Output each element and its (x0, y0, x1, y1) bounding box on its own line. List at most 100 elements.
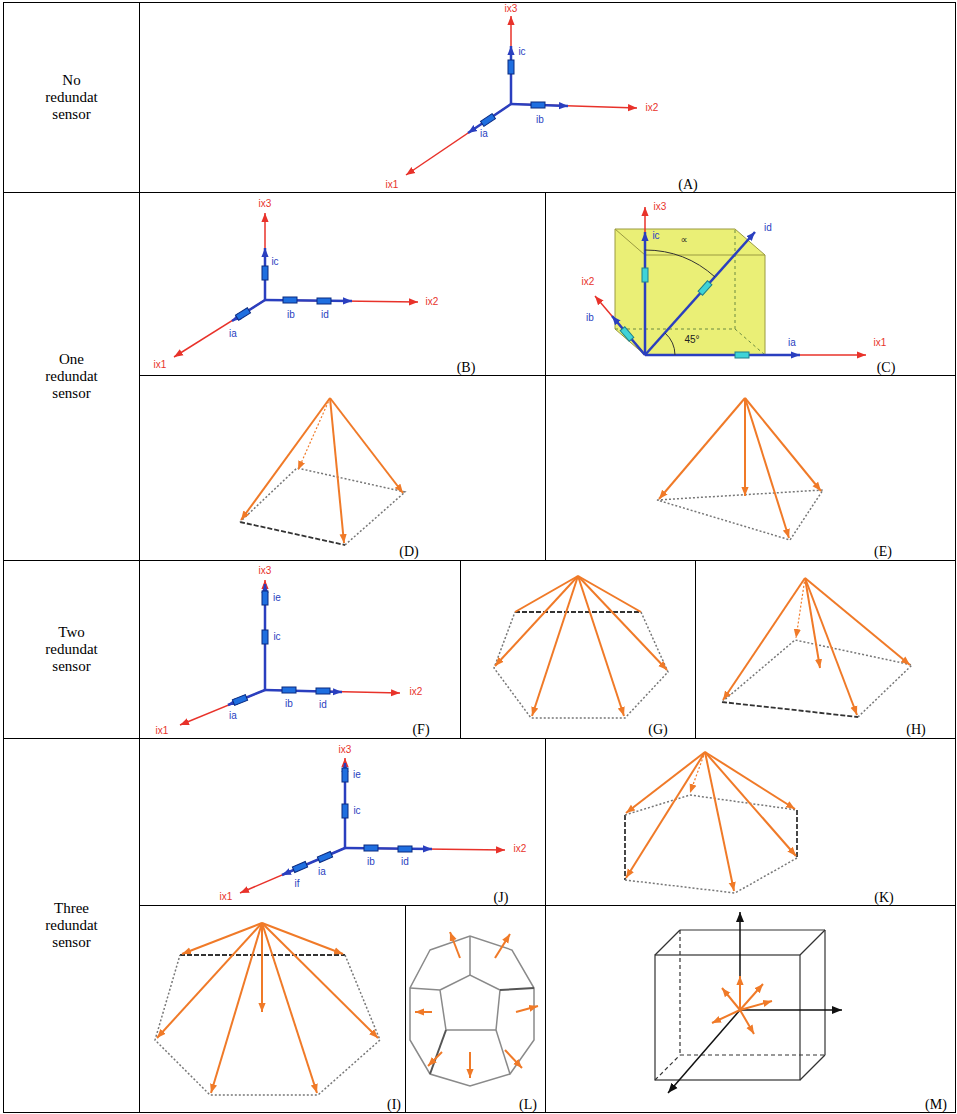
box-axes-figure (645, 354, 866, 356)
axes-figure (508, 60, 514, 74)
cube-figure (740, 1010, 754, 1034)
pyramid-figure (744, 398, 746, 496)
axis-label: id (401, 857, 409, 867)
axes-figure (481, 114, 496, 127)
pyramid-figure (805, 578, 820, 668)
axis-label: ib (536, 115, 544, 125)
cube-figure (739, 976, 741, 1010)
panel-letter: (B) (457, 360, 476, 375)
axes-figure (406, 104, 511, 175)
panel-letter: (L) (519, 1097, 537, 1112)
axis-label: ix1 (386, 180, 399, 190)
box-axes-figure (735, 352, 749, 358)
axis-label: ia (788, 338, 796, 348)
axis-label: if (295, 879, 300, 889)
pyramid-figure (723, 578, 805, 700)
axis-label: ix2 (426, 297, 439, 307)
axes-figure (511, 104, 637, 108)
figure-cell: (H) (695, 560, 956, 739)
cube-figure (680, 929, 825, 930)
axis-label: ic (271, 257, 278, 267)
figure-cell: (M) (545, 905, 956, 1113)
box-axes-figure (595, 296, 645, 355)
axes-figure (180, 690, 265, 725)
axes-figure (345, 848, 432, 849)
pyramid-figure (657, 398, 823, 540)
axis-label: ix2 (514, 844, 527, 854)
cube-figure (655, 955, 800, 1080)
cube-figure (655, 912, 842, 1093)
polyhedron-figure (410, 932, 538, 1086)
row-header-cell: One redundat sensor (3, 192, 140, 561)
axes-figure (364, 845, 378, 851)
axes-figure (398, 846, 412, 852)
cube-figure (668, 1010, 740, 1093)
cube-figure (712, 1010, 740, 1023)
axis-label: ix2 (646, 103, 659, 113)
axis-label: ix3 (259, 566, 272, 576)
axis-label: ix1 (874, 338, 887, 348)
pyramid-figure (705, 752, 795, 809)
box-axes-figure (615, 229, 645, 255)
axes-figure (262, 266, 268, 280)
axes-figure (468, 104, 511, 133)
pyramid-figure (626, 752, 705, 878)
figure-cell: (E) (545, 375, 956, 561)
axes-figure (342, 768, 348, 782)
polyhedron-figure (516, 1006, 538, 1012)
pyramid-figure (625, 795, 797, 815)
polyhedron-figure (450, 932, 460, 958)
pyramid-figure (745, 398, 789, 538)
axes-figure (283, 297, 297, 303)
box-axes-figure (612, 316, 645, 355)
panel-letter: (A) (678, 177, 697, 192)
cube-figure (679, 930, 680, 1055)
figure-cell: (I) (139, 905, 406, 1113)
polyhedron-figure (428, 1052, 442, 1066)
pyramid-figure (625, 858, 797, 893)
axis-label: ix3 (339, 745, 352, 755)
box-axes-figure (735, 229, 736, 329)
panel-letter: (M) (925, 1097, 947, 1112)
axes-figure (317, 852, 332, 863)
cube-figure (722, 988, 740, 1010)
figure-cell: (A) (139, 2, 956, 193)
panel-letter: (J) (494, 890, 509, 905)
box-axes-figure (645, 232, 755, 355)
pyramid-figure (261, 923, 263, 1012)
pyramid-figure (578, 576, 667, 670)
row-label: Three redundat sensor (35, 900, 109, 952)
panel-letter: (F) (412, 722, 429, 737)
row-label: Two redundat sensor (35, 624, 109, 676)
axis-label: ix2 (582, 277, 595, 287)
box-axes-figure (642, 268, 648, 282)
box-axes-figure (665, 333, 675, 355)
pyramid-figure (262, 923, 343, 954)
pyramid-figure (155, 923, 380, 1095)
polyhedron-figure (505, 1050, 522, 1068)
axes-figure (174, 213, 418, 357)
axes-figure (262, 591, 268, 605)
pyramid-figure (240, 468, 405, 545)
pyramid-figure (240, 522, 345, 545)
row-label: One redundat sensor (35, 351, 109, 403)
panel-letter: (C) (877, 360, 896, 375)
cube-figure (740, 1009, 842, 1011)
axes-figure (264, 213, 266, 300)
axis-label: ia (229, 329, 237, 339)
panel-letter: (K) (874, 890, 893, 905)
pyramid-figure (241, 398, 330, 520)
pyramid-figure (625, 752, 797, 893)
panel-letter: (G) (648, 722, 667, 737)
pyramid-figure (182, 923, 262, 954)
pyramid-figure (298, 398, 330, 470)
axes-figure (228, 690, 265, 705)
axes-figure (282, 848, 345, 875)
polyhedron-figure (440, 975, 500, 1030)
box-axes-figure (645, 250, 715, 277)
axes-figure (232, 300, 265, 321)
axis-label: ib (287, 310, 295, 320)
axis-label: ix1 (154, 360, 167, 370)
